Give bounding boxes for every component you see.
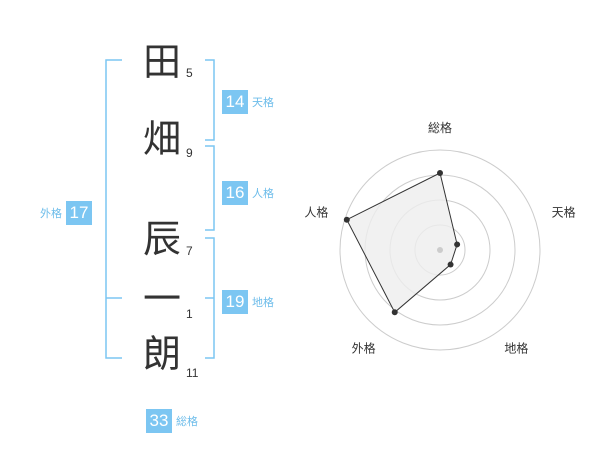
radar-center-point [437,247,443,253]
jinkaku-bracket [205,145,215,231]
chikaku-badge: 19 地格 [222,290,274,314]
tenkaku-badge: 14 天格 [222,90,274,114]
jinkaku-value: 16 [222,181,248,205]
name-char-3: 辰 [142,217,181,261]
stroke-count-2: 9 [186,146,193,160]
jinkaku-label: 人格 [252,187,274,200]
radar-point-4 [391,309,398,316]
radar-axis-label-5: 人格 [304,204,328,219]
stroke-count-5: 11 [186,366,199,380]
stroke-count-4: 1 [186,307,193,321]
tenkaku-label: 天格 [252,96,274,109]
tenkaku-bracket [205,59,215,141]
radar-point-2 [454,241,461,248]
radar-point-5 [343,216,350,223]
stroke-count-3: 7 [186,244,193,258]
radar-ring-4 [339,149,541,351]
radar-axis-label-3: 地格 [504,341,528,356]
gaikaku-badge: 外格 17 [40,201,92,225]
name-char-4: 一 [142,277,181,321]
tenkaku-value: 14 [222,90,248,114]
radar-axis-label-4: 外格 [352,341,376,356]
radar-axis-label-1: 総格 [428,120,452,135]
soukaku-label: 総格 [176,415,198,428]
gaikaku-value: 17 [66,201,92,225]
stroke-count-1: 5 [186,66,193,80]
gaikaku-label: 外格 [40,207,62,220]
name-char-1: 田 [142,40,181,84]
chikaku-value: 19 [222,290,248,314]
soukaku-value: 33 [146,409,172,433]
radar-point-1 [437,170,443,176]
chikaku-label: 地格 [252,296,274,309]
soukaku-badge: 33 総格 [146,409,198,433]
name-char-2: 畑 [142,117,181,161]
name-char-5: 朗 [142,332,181,376]
radar-axis-label-2: 天格 [552,204,576,219]
jinkaku-badge: 16 人格 [222,181,274,205]
radar-point-3 [447,261,454,268]
radar-area [346,172,458,314]
gaikaku-bracket [105,59,122,359]
